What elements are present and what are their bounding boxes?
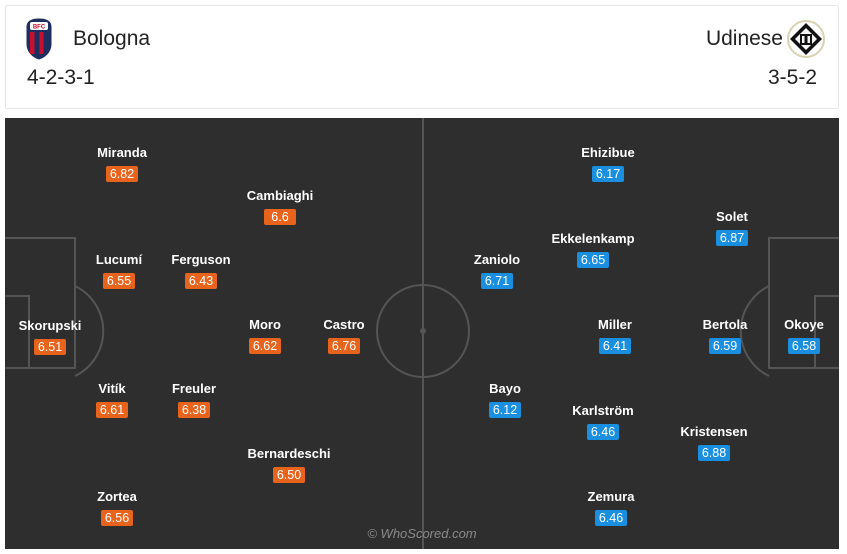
player-name: Lucumí xyxy=(95,252,143,267)
match-header: BFC Bologna 4-2-3-1 Udinese 3-5-2 xyxy=(5,5,839,109)
player-name: Solet xyxy=(716,209,748,224)
player-rating: 6.61 xyxy=(95,402,129,418)
player-name: Cambiaghi xyxy=(246,188,314,203)
player-rating: 6.76 xyxy=(327,338,361,354)
home-player-zortea[interactable]: Zortea 6.56 xyxy=(72,489,162,527)
player-rating: 6.82 xyxy=(105,166,139,182)
svg-text:BFC: BFC xyxy=(33,25,46,31)
udinese-crest-icon xyxy=(787,20,825,58)
player-rating: 6.71 xyxy=(480,273,514,289)
home-player-freuler[interactable]: Freuler 6.38 xyxy=(149,381,239,419)
player-name: Vitík xyxy=(98,381,126,396)
home-player-ferguson[interactable]: Ferguson 6.43 xyxy=(156,252,246,290)
away-formation: 3-5-2 xyxy=(767,66,817,89)
away-player-ehizibue[interactable]: Ehizibue 6.17 xyxy=(563,145,653,183)
home-player-skorupski[interactable]: Skorupski 6.51 xyxy=(5,318,95,356)
home-team-name[interactable]: Bologna xyxy=(73,27,151,50)
player-rating: 6.62 xyxy=(248,338,282,354)
player-rating: 6.51 xyxy=(33,339,67,355)
player-name: Skorupski xyxy=(18,318,82,333)
home-player-bernardeschi[interactable]: Bernardeschi 6.50 xyxy=(244,446,334,484)
player-rating: 6.59 xyxy=(708,338,742,354)
player-name: Bayo xyxy=(489,381,521,396)
home-player-miranda[interactable]: Miranda 6.82 xyxy=(77,145,167,183)
player-name: Castro xyxy=(323,317,365,332)
player-rating: 6.87 xyxy=(715,230,749,246)
player-name: Miller xyxy=(598,317,632,332)
home-formation: 4-2-3-1 xyxy=(27,66,95,89)
home-player-lucumi[interactable]: Lucumí 6.55 xyxy=(74,252,164,290)
player-rating: 6.46 xyxy=(586,424,620,440)
player-name: Bernardeschi xyxy=(247,446,331,461)
player-rating: 6.12 xyxy=(488,402,522,418)
home-player-vitik[interactable]: Vitík 6.61 xyxy=(67,381,157,419)
player-name: Ehizibue xyxy=(581,145,635,160)
player-rating: 6.58 xyxy=(787,338,821,354)
player-name: Okoye xyxy=(784,317,824,332)
player-name: Zemura xyxy=(587,489,635,504)
away-player-bayo[interactable]: Bayo 6.12 xyxy=(460,381,550,419)
player-name: Zaniolo xyxy=(473,252,521,267)
player-name: Karlström xyxy=(572,403,634,418)
player-rating: 6.65 xyxy=(576,252,610,268)
home-player-moro[interactable]: Moro 6.62 xyxy=(220,317,310,355)
away-team-name[interactable]: Udinese xyxy=(705,27,783,50)
player-name: Ferguson xyxy=(171,252,231,267)
player-rating: 6.55 xyxy=(102,273,136,289)
player-rating: 6.38 xyxy=(177,402,211,418)
away-player-zemura[interactable]: Zemura 6.46 xyxy=(566,489,656,527)
away-player-solet[interactable]: Solet 6.87 xyxy=(687,209,777,247)
player-rating: 6.88 xyxy=(697,445,731,461)
away-player-zaniolo[interactable]: Zaniolo 6.71 xyxy=(452,252,542,290)
away-player-miller[interactable]: Miller 6.41 xyxy=(570,317,660,355)
player-name: Ekkelenkamp xyxy=(551,231,635,246)
pitch: Skorupski 6.51 Miranda 6.82 Lucumí 6.55 … xyxy=(5,118,839,549)
player-rating: 6.17 xyxy=(591,166,625,182)
pitch-markings xyxy=(5,118,839,549)
away-player-kristensen[interactable]: Kristensen 6.88 xyxy=(669,424,759,462)
player-rating: 6.41 xyxy=(598,338,632,354)
away-player-bertola[interactable]: Bertola 6.59 xyxy=(680,317,770,355)
player-name: Zortea xyxy=(97,489,137,504)
player-rating: 6.50 xyxy=(272,467,306,483)
player-name: Kristensen xyxy=(680,424,748,439)
away-player-ekkelenkamp[interactable]: Ekkelenkamp 6.65 xyxy=(548,231,638,269)
bologna-crest-icon: BFC xyxy=(26,18,52,60)
home-player-cambiaghi[interactable]: Cambiaghi 6.6 xyxy=(235,188,325,226)
player-name: Miranda xyxy=(97,145,147,160)
player-rating: 6.56 xyxy=(100,510,134,526)
away-player-okoye[interactable]: Okoye 6.58 xyxy=(759,317,839,355)
whoscored-watermark: © WhoScored.com xyxy=(367,526,477,541)
player-name: Freuler xyxy=(171,381,217,396)
player-name: Bertola xyxy=(702,317,748,332)
player-name: Moro xyxy=(249,317,281,332)
player-rating: 6.46 xyxy=(594,510,628,526)
player-rating: 6.43 xyxy=(184,273,218,289)
home-player-castro[interactable]: Castro 6.76 xyxy=(299,317,389,355)
away-player-karlstrom[interactable]: Karlström 6.46 xyxy=(558,403,648,441)
player-rating: 6.6 xyxy=(264,209,296,225)
